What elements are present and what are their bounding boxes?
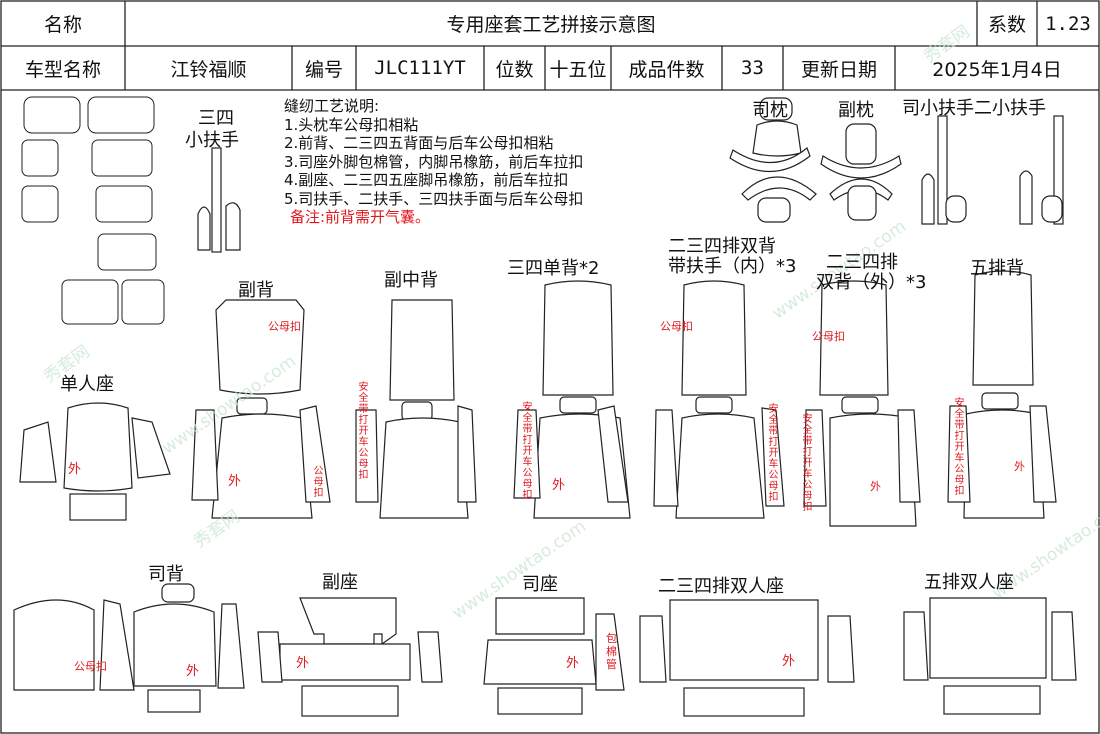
annotation-outer: 外 — [870, 480, 881, 493]
double-seat-234-pattern — [639, 599, 855, 717]
fifth-back-pattern — [947, 270, 1057, 519]
label-single-back: 三四单背*2 — [507, 258, 600, 279]
annotation-belt: 安全带打开车公母扣 — [358, 382, 369, 481]
name-label: 名称 — [43, 14, 82, 36]
headrest-patterns — [729, 97, 902, 223]
note-item: 4.副座、二三四五座脚吊橡筋，前后车拉扣 — [284, 171, 569, 189]
annotation-belt: 安全带打开车公母扣 — [954, 398, 965, 497]
pieces-value: 33 — [741, 57, 764, 79]
model-value: 江铃福顺 — [170, 58, 247, 81]
coef-label: 系数 — [987, 14, 1026, 36]
label-armrest34-line1: 三四 — [198, 108, 234, 129]
page-title: 专用座套工艺拼接示意图 — [446, 14, 656, 36]
label-passenger-mid-back: 副中背 — [384, 270, 438, 291]
note-item: 1.头枕车公母扣相粘 — [284, 115, 419, 134]
single-seat-pattern — [19, 402, 171, 521]
annotation-cotton-tube: 包棉管 — [606, 632, 617, 671]
label-passenger-seat: 副座 — [322, 572, 358, 593]
code-label: 编号 — [304, 58, 343, 81]
annotation-belt: 安全带打开车公母扣 — [768, 404, 779, 503]
small-armrest-patterns — [921, 115, 1064, 225]
annotation-belt: 安全带打开车公母扣 — [522, 402, 533, 501]
annotation-snap: 公母扣 — [812, 330, 845, 343]
annotation-outer: 外 — [552, 478, 566, 493]
annotation-outer: 外 — [1014, 460, 1025, 473]
annotation-snap: 公母扣 — [268, 320, 301, 333]
notes-remark: 备注:前背需开气囊。 — [290, 208, 431, 226]
date-label: 更新日期 — [800, 58, 877, 81]
single-back-pattern — [513, 280, 631, 519]
passenger-seat-pattern — [257, 597, 443, 717]
code-value: JLC111YT — [374, 57, 466, 79]
notes-title: 缝纫工艺说明: — [284, 97, 380, 115]
annotation-outer: 外 — [228, 474, 242, 489]
annotation-snap: 公母扣 — [660, 320, 693, 333]
driver-seat-pattern — [483, 597, 625, 715]
label-fifth-back: 五排背 — [970, 258, 1024, 279]
model-label: 车型名称 — [24, 58, 101, 81]
label-driver-seat: 司座 — [522, 574, 558, 595]
armrest34-pattern — [197, 147, 241, 253]
annotation-outer: 外 — [296, 656, 310, 671]
double-back-outer-pattern — [803, 280, 921, 527]
annotation-outer: 外 — [68, 462, 82, 477]
annotation-outer: 外 — [566, 656, 580, 671]
annotation-snap: 公母扣 — [74, 660, 107, 673]
sewing-notes: 缝纫工艺说明: 1.头枕车公母扣相粘 2.前背、二三四五背面与后车公母扣相粘 3… — [284, 97, 583, 227]
coef-value: 1.23 — [1045, 12, 1091, 35]
seats-label: 位数 — [495, 58, 534, 81]
seats-value: 十五位 — [549, 58, 607, 81]
note-item: 3.司座外脚包棉管，内脚吊橡筋，前后车拉扣 — [284, 152, 584, 171]
label-double-back-outer-2: 双背（外）*3 — [816, 272, 927, 293]
label-driver-headrest: 司枕 — [752, 100, 788, 121]
label-double-back-inner-1: 二三四排双背 — [668, 236, 776, 257]
passenger-back-pattern — [191, 299, 331, 519]
note-item: 5.司扶手、二扶手、三四扶手面与后车公母扣 — [284, 189, 584, 208]
annotation-outer: 外 — [782, 654, 796, 669]
label-double-back-outer-1: 二三四排 — [826, 252, 898, 273]
pieces-label: 成品件数 — [628, 58, 705, 81]
label-double-seat-234: 二三四排双人座 — [658, 576, 784, 597]
note-item: 2.前背、二三四五背面与后车公母扣相粘 — [284, 134, 554, 152]
annotation-belt: 安全带打开车公母扣 — [802, 414, 813, 513]
double-seat-5-pattern — [903, 597, 1077, 715]
label-armrest34-line2: 小扶手 — [185, 130, 239, 151]
passenger-mid-back-pattern — [355, 299, 477, 519]
label-double-seat-5: 五排双人座 — [924, 572, 1014, 593]
double-back-inner-pattern — [653, 280, 785, 519]
label-passenger-back: 副背 — [238, 280, 274, 301]
annotation-outer: 外 — [186, 664, 200, 679]
label-driver-back: 司背 — [148, 564, 184, 585]
label-double-back-inner-2: 带扶手（内）*3 — [668, 256, 797, 277]
driver-back-pattern — [13, 583, 245, 713]
label-single-seat: 单人座 — [60, 374, 114, 395]
label-small-armrests: 司小扶手二小扶手 — [902, 98, 1046, 119]
seat-layout-thumbnails — [21, 96, 165, 325]
label-passenger-headrest: 副枕 — [838, 100, 874, 121]
date-value: 2025年1月4日 — [932, 58, 1062, 81]
annotation-snap-vertical: 公母扣 — [313, 466, 324, 499]
